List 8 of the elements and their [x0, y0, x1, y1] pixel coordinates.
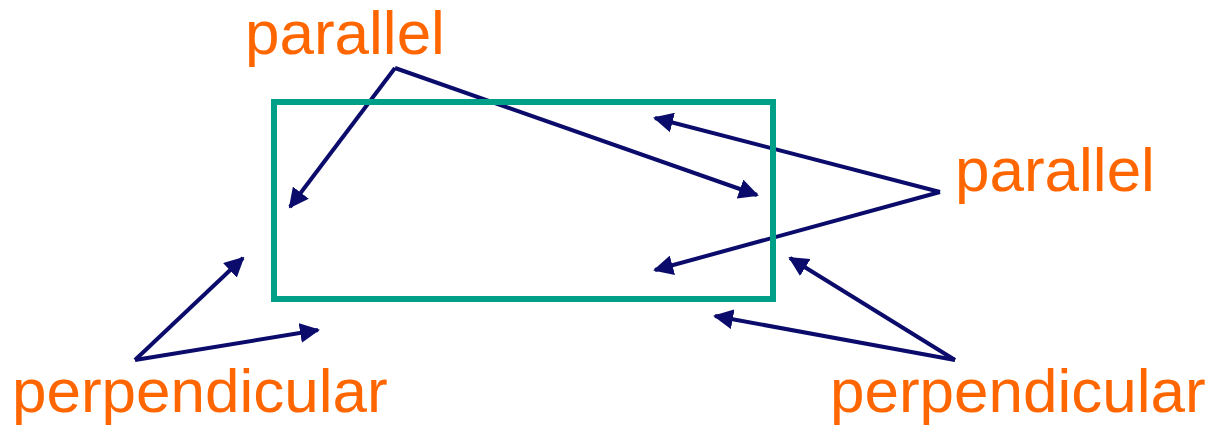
arrow	[394, 66, 759, 199]
arrow	[134, 323, 320, 362]
arrow	[788, 256, 957, 362]
arrow	[653, 112, 941, 194]
arrow	[288, 66, 397, 209]
arrow	[653, 190, 941, 275]
arrow	[133, 256, 245, 362]
arrow	[713, 309, 956, 362]
